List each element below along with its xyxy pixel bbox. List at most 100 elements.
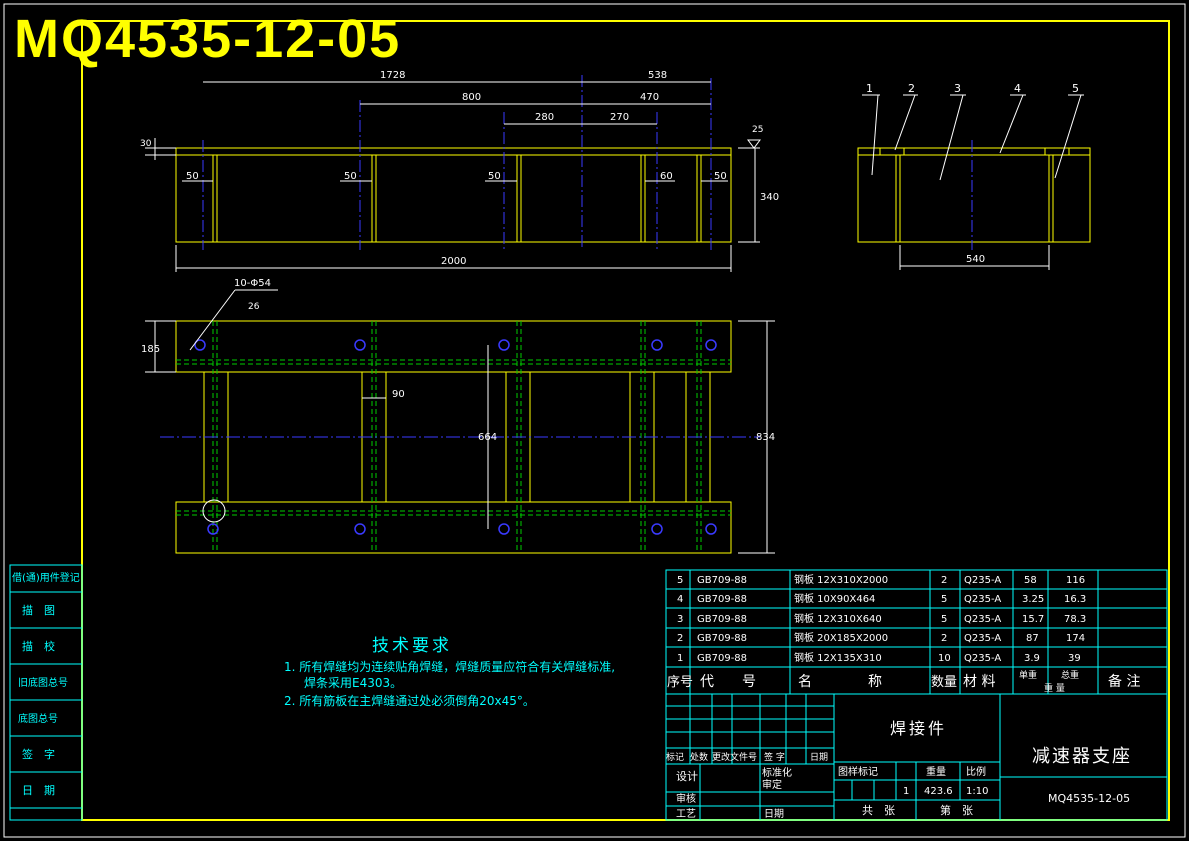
- label-total-sheets: 共 张: [862, 804, 895, 817]
- side-view: [857, 94, 1091, 270]
- dim-30: 30: [140, 139, 152, 149]
- dim-470: 470: [640, 92, 659, 103]
- bom-no-2: 3: [677, 614, 683, 625]
- tech-line-1: 1. 所有焊缝均为连续贴角焊缝，焊缝质量应符合有关焊缝标准,: [284, 659, 615, 674]
- bom-header-code: 代 号: [700, 674, 756, 690]
- bom-total-1: 16.3: [1064, 594, 1086, 605]
- label-stage: 图样标记: [838, 765, 878, 778]
- label-approve: 审定: [762, 778, 782, 791]
- strip-label-4: 底图总号: [18, 712, 58, 725]
- bom-unit-4: 3.9: [1024, 653, 1040, 664]
- dim-270: 270: [610, 112, 629, 123]
- dim-25: 25: [752, 125, 763, 135]
- dim-185: 185: [141, 344, 160, 355]
- drawing-number-title: MQ4535-12-05: [14, 9, 402, 69]
- balloon-3: 3: [954, 82, 961, 95]
- label-design: 设计: [676, 770, 698, 783]
- bom-code-4: GB709-88: [697, 653, 747, 664]
- bom-qty-1: 5: [941, 594, 947, 605]
- bom-code-1: GB709-88: [697, 594, 747, 605]
- dim-538: 538: [648, 70, 667, 81]
- bom-header-no: 序号: [667, 675, 693, 690]
- bom-header-mat: 材 料: [963, 674, 995, 690]
- bom-mat-3: Q235-A: [964, 633, 1001, 644]
- bom-name-3: 钢板 20X185X2000: [794, 631, 888, 644]
- tech-line-2: 焊条采用E4303。: [304, 675, 402, 690]
- bom-code-3: GB709-88: [697, 633, 747, 644]
- bom-header-remark: 备 注: [1108, 673, 1140, 690]
- dim-664: 664: [478, 432, 497, 443]
- tech-title: 技术要求: [372, 636, 452, 656]
- label-scale: 比例: [966, 765, 986, 778]
- bom-unit-1: 3.25: [1022, 594, 1044, 605]
- title-drawing-no: MQ4535-12-05: [1048, 792, 1130, 805]
- dim-1728: 1728: [380, 70, 405, 81]
- dim-800: 800: [462, 92, 481, 103]
- label-standard: 标准化: [762, 766, 792, 779]
- dim-2000: 2000: [441, 256, 466, 267]
- drawing-frame: [81, 20, 1170, 821]
- label-check: 审核: [676, 792, 696, 805]
- bom-total-0: 116: [1066, 575, 1085, 586]
- bom-qty-4: 10: [938, 653, 951, 664]
- tech-line-3: 2. 所有筋板在主焊缝通过处必须倒角20x45°。: [284, 693, 535, 708]
- strip-label-1: 描 图: [22, 603, 55, 617]
- bom-name-2: 钢板 12X310X640: [794, 612, 882, 625]
- bom-code-0: GB709-88: [697, 575, 747, 586]
- bom-qty-3: 2: [941, 633, 947, 644]
- plan-view: [145, 289, 775, 554]
- label-weight: 重量: [926, 765, 946, 778]
- balloon-5: 5: [1072, 82, 1079, 95]
- strip-label-6: 日 期: [22, 784, 55, 797]
- bom-no-4: 1: [677, 653, 683, 664]
- bom-total-4: 39: [1068, 653, 1081, 664]
- rev-mark: 标记: [666, 751, 684, 763]
- dim-280: 280: [535, 112, 554, 123]
- dim-340: 340: [760, 192, 779, 203]
- rev-date: 日期: [810, 752, 828, 763]
- bom-no-0: 5: [677, 575, 683, 586]
- bom-header-weight: 重 量: [1044, 682, 1065, 694]
- title-part-name: 减速器支座: [1032, 746, 1132, 767]
- bom-code-2: GB709-88: [697, 614, 747, 625]
- bom-mat-0: Q235-A: [964, 575, 1001, 586]
- rev-sign: 签 字: [764, 751, 785, 763]
- bom-qty-0: 2: [941, 575, 947, 586]
- front-view: [175, 75, 732, 250]
- bom-unit-0: 58: [1024, 575, 1037, 586]
- balloon-1: 1: [866, 82, 873, 95]
- bom-no-1: 4: [677, 594, 683, 605]
- dim-holes: 10-Φ54: [234, 278, 271, 289]
- value-qty: 1: [903, 786, 909, 797]
- balloon-4: 4: [1014, 82, 1021, 95]
- bom-mat-2: Q235-A: [964, 614, 1001, 625]
- dim-50-c: 50: [488, 171, 501, 182]
- bom-header-unit: 单重: [1019, 669, 1037, 681]
- bom-qty-2: 5: [941, 614, 947, 625]
- title-category: 焊接件: [890, 719, 947, 738]
- dim-50-b: 50: [344, 171, 357, 182]
- dim-26: 26: [248, 302, 260, 312]
- bom-mat-4: Q235-A: [964, 653, 1001, 664]
- strip-label-2: 描 校: [22, 639, 55, 653]
- strip-label-3: 旧底图总号: [18, 676, 68, 689]
- dim-540: 540: [966, 254, 985, 265]
- bom-no-3: 2: [677, 633, 683, 644]
- label-sheet-no: 第 张: [940, 803, 973, 817]
- rev-count: 处数: [690, 751, 708, 763]
- dim-834: 834: [756, 432, 775, 443]
- bom-header-total: 总重: [1061, 669, 1079, 681]
- dim-90: 90: [392, 389, 405, 400]
- bom-mat-1: Q235-A: [964, 594, 1001, 605]
- bom-header-qty: 数量: [931, 675, 957, 690]
- outer-border: [3, 3, 1186, 838]
- balloon-2: 2: [908, 82, 915, 95]
- bom-name-4: 钢板 12X135X310: [794, 651, 882, 664]
- front-view-dimensions: [145, 81, 761, 272]
- strip-label-5: 签 字: [22, 747, 55, 761]
- value-scale: 1:10: [966, 786, 988, 797]
- strip-label-0: 借(通)用件登记: [12, 571, 80, 584]
- left-strip: [9, 564, 83, 821]
- bom-total-2: 78.3: [1064, 614, 1086, 625]
